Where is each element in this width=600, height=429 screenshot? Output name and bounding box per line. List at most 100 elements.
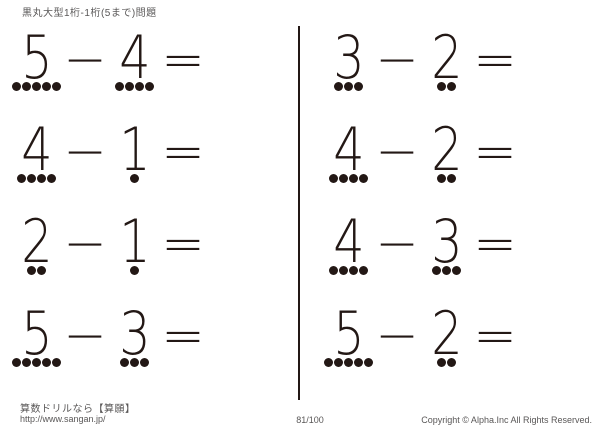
subtrahend-dots <box>119 358 149 367</box>
count-dot <box>333 358 343 367</box>
minuend-digit: 4 <box>333 115 364 185</box>
count-dot <box>46 174 56 183</box>
count-dot <box>26 174 36 183</box>
minuend-dots <box>328 266 368 275</box>
subtrahend-block: 2 <box>420 304 472 367</box>
subtrahend-block: 2 <box>420 28 472 91</box>
count-dot <box>446 174 456 183</box>
count-dot <box>36 266 46 275</box>
minuend-dots <box>11 358 61 367</box>
subtrahend-digit: 4 <box>119 23 150 93</box>
subtrahend-digit: 1 <box>119 115 150 185</box>
minuend-block: 5 <box>10 28 62 91</box>
count-dot <box>353 82 363 91</box>
count-dot <box>21 358 31 367</box>
count-dot <box>41 82 51 91</box>
count-dot <box>446 358 456 367</box>
count-dot <box>36 174 46 183</box>
count-dot <box>358 266 368 275</box>
subtrahend-block: 2 <box>420 120 472 183</box>
equals-sign: = <box>161 306 205 366</box>
minuend-block: 3 <box>322 28 374 91</box>
problems-area: 5 − 4 = 4 − 1 = <box>0 28 600 396</box>
minuend-digit: 5 <box>21 23 52 93</box>
minuend-block: 4 <box>322 120 374 183</box>
count-dot <box>129 174 139 183</box>
minuend-dots <box>16 174 56 183</box>
count-dot <box>51 358 61 367</box>
count-dot <box>333 82 343 91</box>
right-column: 3 − 2 = 4 − 2 = <box>298 28 600 396</box>
column-divider <box>298 26 300 400</box>
subtrahend-digit: 3 <box>431 207 462 277</box>
minuend-dots <box>328 174 368 183</box>
subtrahend-digit: 2 <box>431 299 462 369</box>
count-dot <box>139 358 149 367</box>
problem-row: 2 − 1 = <box>10 212 298 304</box>
subtrahend-block: 4 <box>108 28 160 91</box>
count-dot <box>431 266 441 275</box>
count-dot <box>441 266 451 275</box>
count-dot <box>144 82 154 91</box>
left-column: 5 − 4 = 4 − 1 = <box>0 28 298 396</box>
subtrahend-block: 3 <box>420 212 472 275</box>
minuend-digit: 2 <box>21 207 52 277</box>
equals-sign: = <box>473 306 517 366</box>
count-dot <box>446 82 456 91</box>
subtrahend-block: 1 <box>108 212 160 275</box>
problem-row: 5 − 3 = <box>10 304 298 396</box>
minuend-block: 5 <box>322 304 374 367</box>
minuend-dots <box>333 82 363 91</box>
minuend-digit: 3 <box>333 23 364 93</box>
minuend-block: 5 <box>10 304 62 367</box>
equals-sign: = <box>473 214 517 274</box>
minus-sign: − <box>375 122 419 182</box>
minus-sign: − <box>375 214 419 274</box>
problem-row: 5 − 4 = <box>10 28 298 120</box>
count-dot <box>338 174 348 183</box>
footer-site-label: 算数ドリルなら【算願】 <box>20 404 136 415</box>
minus-sign: − <box>63 122 107 182</box>
subtrahend-digit: 1 <box>119 207 150 277</box>
count-dot <box>328 174 338 183</box>
copyright-notice: Copyright © Alpha.Inc All Rights Reserve… <box>421 415 592 425</box>
subtrahend-dots <box>431 266 461 275</box>
count-dot <box>16 174 26 183</box>
problem-row: 4 − 1 = <box>10 120 298 212</box>
count-dot <box>114 82 124 91</box>
count-dot <box>358 174 368 183</box>
count-dot <box>338 266 348 275</box>
count-dot <box>31 82 41 91</box>
count-dot <box>26 266 36 275</box>
count-dot <box>436 82 446 91</box>
subtrahend-dots <box>114 82 154 91</box>
minuend-dots <box>26 266 46 275</box>
subtrahend-dots <box>436 358 456 367</box>
count-dot <box>348 174 358 183</box>
count-dot <box>119 358 129 367</box>
minuend-digit: 5 <box>333 299 364 369</box>
count-dot <box>436 358 446 367</box>
count-dot <box>353 358 363 367</box>
count-dot <box>129 266 139 275</box>
count-dot <box>323 358 333 367</box>
count-dot <box>51 82 61 91</box>
subtrahend-digit: 3 <box>119 299 150 369</box>
subtrahend-dots <box>436 174 456 183</box>
count-dot <box>436 174 446 183</box>
count-dot <box>129 358 139 367</box>
problem-row: 4 − 3 = <box>322 212 600 304</box>
subtrahend-block: 1 <box>108 120 160 183</box>
equals-sign: = <box>161 214 205 274</box>
subtrahend-dots <box>129 174 139 183</box>
minus-sign: − <box>375 306 419 366</box>
equals-sign: = <box>161 30 205 90</box>
count-dot <box>343 82 353 91</box>
count-dot <box>31 358 41 367</box>
subtrahend-digit: 2 <box>431 23 462 93</box>
problem-row: 3 − 2 = <box>322 28 600 120</box>
minuend-block: 2 <box>10 212 62 275</box>
count-dot <box>134 82 144 91</box>
minus-sign: − <box>63 30 107 90</box>
